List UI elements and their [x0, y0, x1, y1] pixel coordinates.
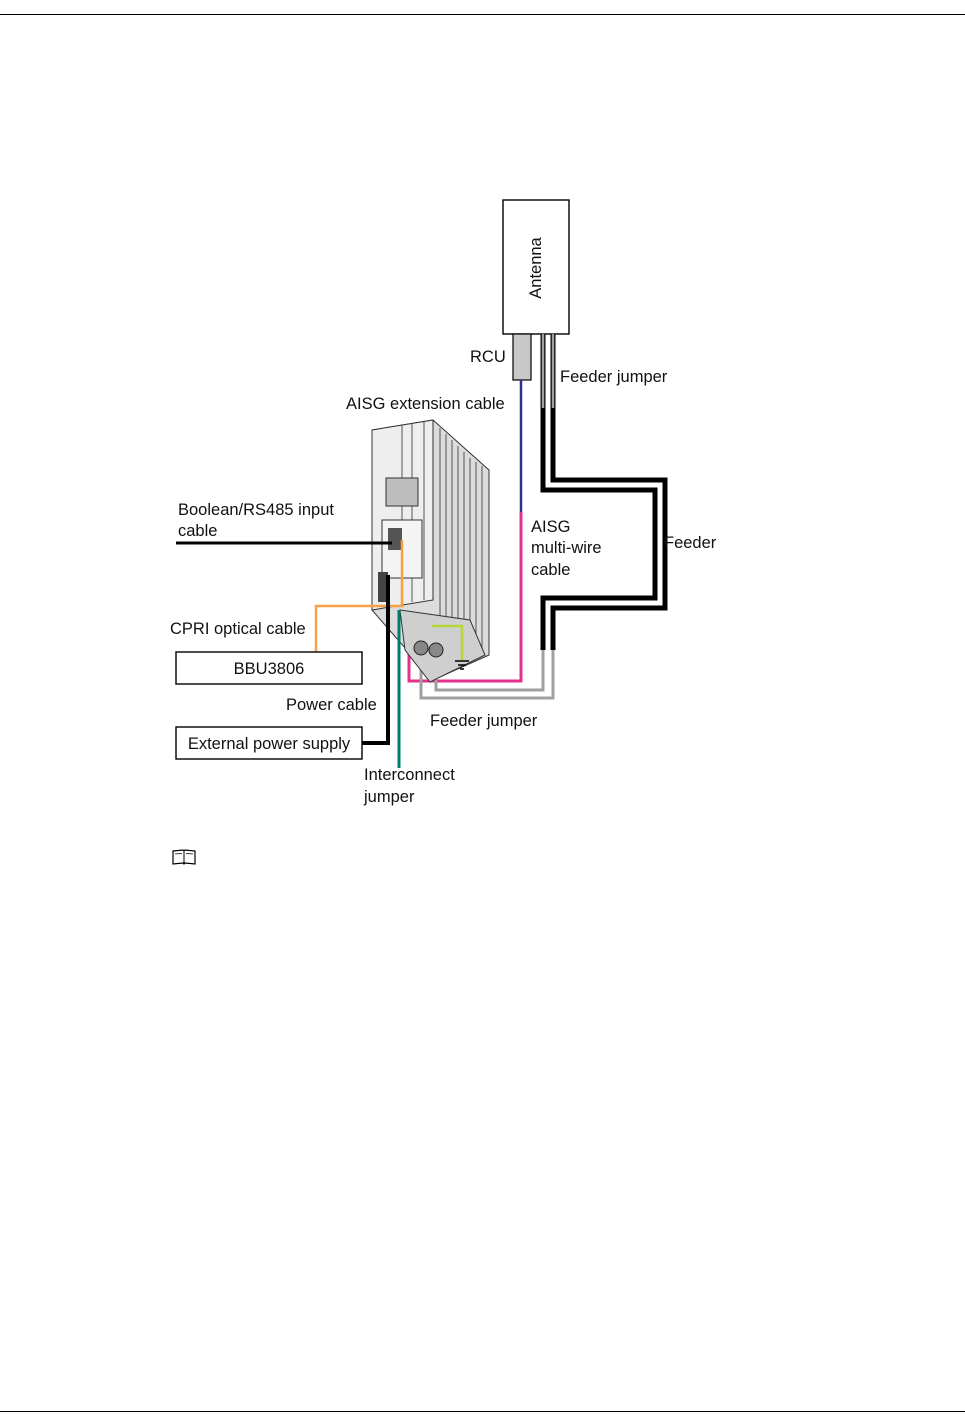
feeder-label: Feeder [664, 534, 717, 552]
aisg-extension-cable-label: AISG extension cable [346, 395, 505, 413]
aisg-multi-wire-label-3: cable [531, 561, 570, 579]
bbu3806-label: BBU3806 [234, 660, 305, 678]
power-cable-label: Power cable [286, 696, 377, 714]
interconnect-jumper-label-1: Interconnect [364, 766, 455, 784]
boolean-rs485-label-2: cable [178, 522, 217, 540]
external-power-supply-label: External power supply [188, 735, 351, 753]
feeder-jumper-bottom-label: Feeder jumper [430, 712, 538, 730]
feeder-jumper-top-label: Feeder jumper [560, 368, 668, 386]
cpri-optical-cable-label: CPRI optical cable [170, 620, 306, 638]
rcu-box [513, 334, 531, 380]
antenna-label: Antenna [527, 236, 545, 298]
rcu-label: RCU [470, 348, 506, 366]
boolean-rs485-label-1: Boolean/RS485 input [178, 501, 334, 519]
interconnect-jumper-label-2: jumper [363, 788, 415, 806]
aisg-multi-wire-label-2: multi-wire [531, 539, 602, 557]
aisg-multi-wire-label-1: AISG [531, 518, 570, 536]
book-icon [172, 848, 196, 866]
